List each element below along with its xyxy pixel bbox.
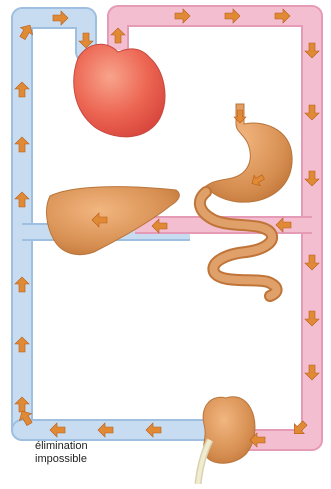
caption-line-1: élimination bbox=[35, 440, 145, 453]
elimination-caption: élimination impossible bbox=[35, 440, 145, 466]
stomach-icon bbox=[206, 104, 292, 202]
heart-icon bbox=[74, 44, 165, 137]
caption-line-2: impossible bbox=[35, 453, 145, 466]
intestine-icon bbox=[200, 192, 277, 296]
kidney-icon bbox=[198, 397, 255, 484]
